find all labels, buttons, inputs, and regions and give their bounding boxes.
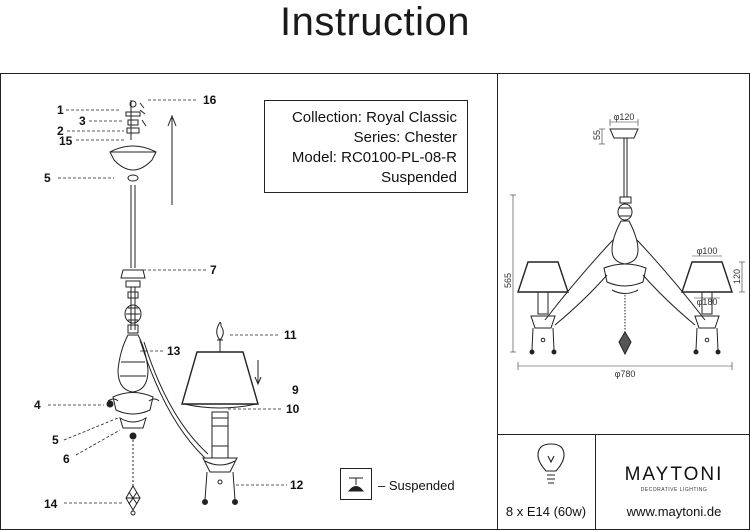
part-label-6: 6: [63, 452, 70, 466]
suspended-icon-frame: [340, 468, 372, 500]
dim-height: 565: [503, 273, 513, 288]
exploded-lamp-drawing: [106, 100, 262, 516]
bulb-spec: 8 x E14 (60w): [506, 504, 586, 519]
part-label-5-bottom: 5: [52, 433, 59, 447]
part-label-3: 3: [79, 114, 86, 128]
dim-shade-height: 120: [732, 269, 742, 284]
part-label-1: 1: [57, 103, 64, 117]
part-label-16: 16: [203, 93, 217, 107]
part-label-9: 9: [292, 383, 299, 397]
info-box: [264, 100, 468, 193]
brand-logo: MAYTONI: [625, 464, 724, 485]
brand-url: www.maytoni.de: [626, 504, 722, 519]
dim-canopy: φ120: [614, 112, 635, 122]
type-text: Suspended: [381, 169, 457, 186]
part-label-14: 14: [44, 497, 58, 511]
part-label-12: 12: [290, 478, 304, 492]
part-label-15: 15: [59, 134, 73, 148]
part-label-7: 7: [210, 263, 217, 277]
brand-tagline: DECORATIVE LIGHTING: [641, 487, 708, 493]
part-label-5-top: 5: [44, 171, 51, 185]
dimension-lines: [510, 119, 745, 370]
dim-width: φ780: [615, 369, 636, 379]
page-title: Instruction: [279, 0, 471, 44]
suspended-label: – Suspended: [378, 478, 455, 493]
part-label-13: 13: [167, 344, 181, 358]
collection-text: Collection: Royal Classic: [292, 109, 458, 126]
dimension-drawing: [517, 128, 733, 356]
part-label-10: 10: [286, 402, 300, 416]
series-text: Series: Chester: [354, 129, 457, 146]
bulb-icon: [537, 443, 565, 484]
dim-shade-bottom: φ180: [697, 297, 718, 307]
dim-shade-top: φ100: [697, 246, 718, 256]
suspended-icon: [347, 477, 365, 492]
part-label-4: 4: [34, 398, 41, 412]
model-text: Model: RC0100-PL-08-R: [292, 149, 457, 166]
part-label-2: 2: [57, 124, 64, 138]
part-label-11: 11: [284, 328, 297, 342]
leader-lines: [48, 99, 287, 504]
dim-canopy-height: 55: [592, 130, 602, 140]
